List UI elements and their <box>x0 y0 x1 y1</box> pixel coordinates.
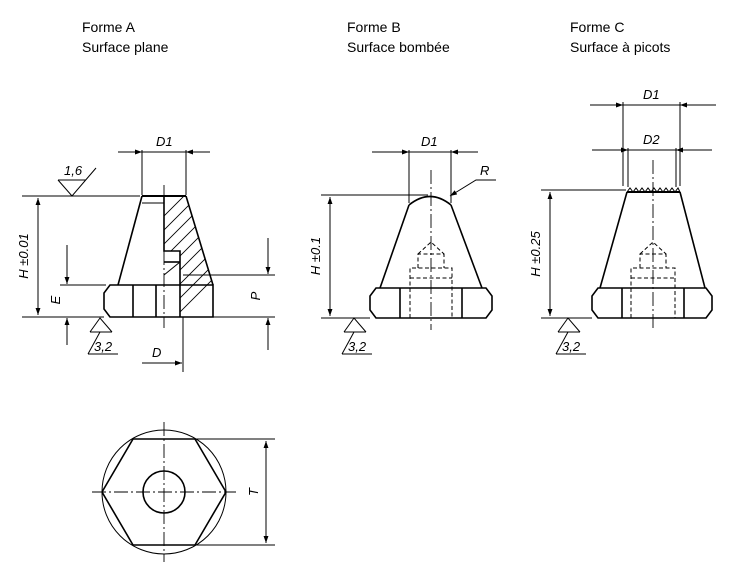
forme-b-h-label: H ±0.1 <box>308 237 323 275</box>
forme-a-d1-label: D1 <box>156 134 173 149</box>
forme-c-dimensions: D1 D2 H ±0.25 3,2 <box>528 87 716 355</box>
forme-a-dimensions: D1 H ±0.01 E P D 1,6 3,2 <box>16 134 275 372</box>
forme-c-rough-base-label: 3,2 <box>562 339 581 354</box>
forme-a-t-label: T <box>246 487 261 496</box>
forme-b-view <box>369 170 493 330</box>
forme-b-title: Forme B <box>347 19 401 35</box>
forme-b-d1-label: D1 <box>421 134 438 149</box>
forme-c-title: Forme C <box>570 19 624 35</box>
forme-c-h-label: H ±0.25 <box>528 231 543 277</box>
forme-b-surface: Surface bombée <box>347 39 450 55</box>
forme-c-d2-label: D2 <box>643 132 660 147</box>
forme-a-rough-base-label: 3,2 <box>94 339 113 354</box>
caption-forme-a: Forme A Surface plane <box>82 19 169 55</box>
forme-a-top-view <box>92 422 236 562</box>
forme-a-e-label: E <box>48 295 63 304</box>
forme-a-top-dimensions: T <box>195 438 275 546</box>
forme-b-r-label: R <box>480 163 489 178</box>
forme-a-p-label: P <box>248 291 263 300</box>
forme-b-rough-base-label: 3,2 <box>348 339 367 354</box>
forme-a-d-label: D <box>152 345 161 360</box>
forme-c-view <box>591 160 713 330</box>
forme-c-d1-label: D1 <box>643 87 660 102</box>
forme-a-surface: Surface plane <box>82 39 169 55</box>
forme-a-h-label: H ±0.01 <box>16 233 31 278</box>
forme-a-title: Forme A <box>82 19 136 35</box>
forme-a-rough-top-label: 1,6 <box>64 163 83 178</box>
forme-c-surface: Surface à picots <box>570 39 670 55</box>
forme-a-view <box>103 185 214 328</box>
forme-a-section-hatch <box>164 196 213 317</box>
caption-forme-b: Forme B Surface bombée <box>347 19 450 55</box>
forme-b-dimensions: D1 R H ±0.1 3,2 <box>308 134 496 355</box>
caption-forme-c: Forme C Surface à picots <box>570 19 670 55</box>
